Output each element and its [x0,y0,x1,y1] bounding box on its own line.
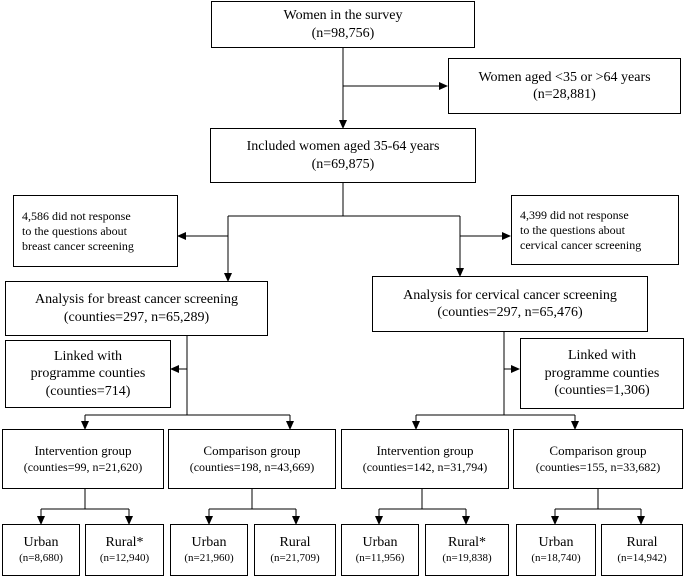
analysis-cervical-count: (counties=297, n=65,476) [437,305,583,320]
linked-breast-box: Linked with programme counties (counties… [5,340,171,408]
analysis-cervical-box: Analysis for cervical cancer screening (… [372,276,648,332]
intervention-cervical-title: Intervention group [376,443,474,459]
urban-count: (n=8,680) [19,551,63,564]
included-count: (n=69,875) [311,156,375,172]
intervention-cervical-box: Intervention group (counties=142, n=31,7… [341,429,509,489]
survey-box: Women in the survey (n=98,756) [211,1,475,48]
intervention-breast-count: (counties=99, n=21,620) [23,459,143,474]
no-response-cervical-line1: 4,399 did not response [520,207,629,222]
comparison-cervical-count: (counties=155, n=33,682) [535,459,661,474]
analysis-breast-count: (counties=297, n=65,289) [63,309,210,325]
urban-intervention-breast-box: Urban (n=8,680) [2,524,80,576]
linked-cervical-box: Linked with programme counties (counties… [520,338,684,409]
rural-label: Rural [279,535,311,551]
linked-breast-line3: (counties=714) [45,383,131,399]
comparison-cervical-box: Comparison group (counties=155, n=33,682… [513,429,683,489]
excluded-age-title: Women aged <35 or >64 years [478,69,651,85]
rural-comparison-cervical-box: Rural (n=14,942) [601,524,683,576]
urban-comparison-breast-box: Urban (n=21,960) [170,524,248,576]
analysis-cervical-title: Analysis for cervical cancer screening [403,287,617,303]
included-box: Included women aged 35-64 years (n=69,87… [210,128,476,183]
linked-breast-line1: Linked with [53,348,123,364]
intervention-cervical-count: (counties=142, n=31,794) [362,459,488,474]
no-response-cervical-line3: cervical cancer screening [520,237,642,252]
no-response-breast-line1: 4,586 did not response [22,208,131,223]
comparison-breast-box: Comparison group (counties=198, n=43,669… [168,429,336,489]
urban-count: (n=21,960) [184,551,234,564]
no-response-cervical-box: 4,399 did not response to the questions … [511,195,679,265]
no-response-breast-line2: to the questions about [22,223,127,238]
no-response-breast-line3: breast cancer screening [22,238,134,253]
excluded-age-count: (n=28,881) [533,87,596,102]
urban-label: Urban [23,535,59,551]
urban-intervention-cervical-box: Urban (n=11,956) [341,524,419,576]
urban-comparison-cervical-box: Urban (n=18,740) [516,524,596,576]
rural-label: Rural* [105,535,144,551]
linked-cervical-line3: (counties=1,306) [554,383,650,399]
comparison-breast-title: Comparison group [203,443,301,459]
linked-cervical-line1: Linked with [567,348,637,364]
intervention-breast-box: Intervention group (counties=99, n=21,62… [2,429,164,489]
survey-count: (n=98,756) [311,25,375,41]
no-response-cervical-line2: to the questions about [520,222,625,237]
rural-count: (n=21,709) [270,551,320,564]
rural-count: (n=14,942) [617,551,667,564]
urban-count: (n=18,740) [531,551,581,564]
included-title: Included women aged 35-64 years [246,139,440,154]
urban-label: Urban [538,535,574,551]
intervention-breast-title: Intervention group [34,443,132,459]
rural-intervention-breast-box: Rural* (n=12,940) [85,524,164,576]
survey-title: Women in the survey [283,8,403,23]
analysis-breast-title: Analysis for breast cancer screening [35,292,238,307]
urban-label: Urban [362,535,398,551]
analysis-breast-box: Analysis for breast cancer screening (co… [5,281,268,336]
rural-label: Rural* [447,535,487,551]
rural-label: Rural [626,535,658,551]
comparison-breast-count: (counties=198, n=43,669) [189,459,315,474]
excluded-age-box: Women aged <35 or >64 years (n=28,881) [448,58,681,114]
urban-count: (n=11,956) [355,551,405,564]
linked-breast-line2: programme counties [30,366,146,382]
rural-intervention-cervical-box: Rural* (n=19,838) [425,524,509,576]
urban-label: Urban [191,535,227,551]
rural-count: (n=12,940) [99,551,150,564]
rural-comparison-breast-box: Rural (n=21,709) [254,524,336,576]
comparison-cervical-title: Comparison group [549,443,647,459]
no-response-breast-box: 4,586 did not response to the questions … [13,195,178,267]
rural-count: (n=19,838) [442,551,492,564]
linked-cervical-line2: programme counties [544,365,660,381]
